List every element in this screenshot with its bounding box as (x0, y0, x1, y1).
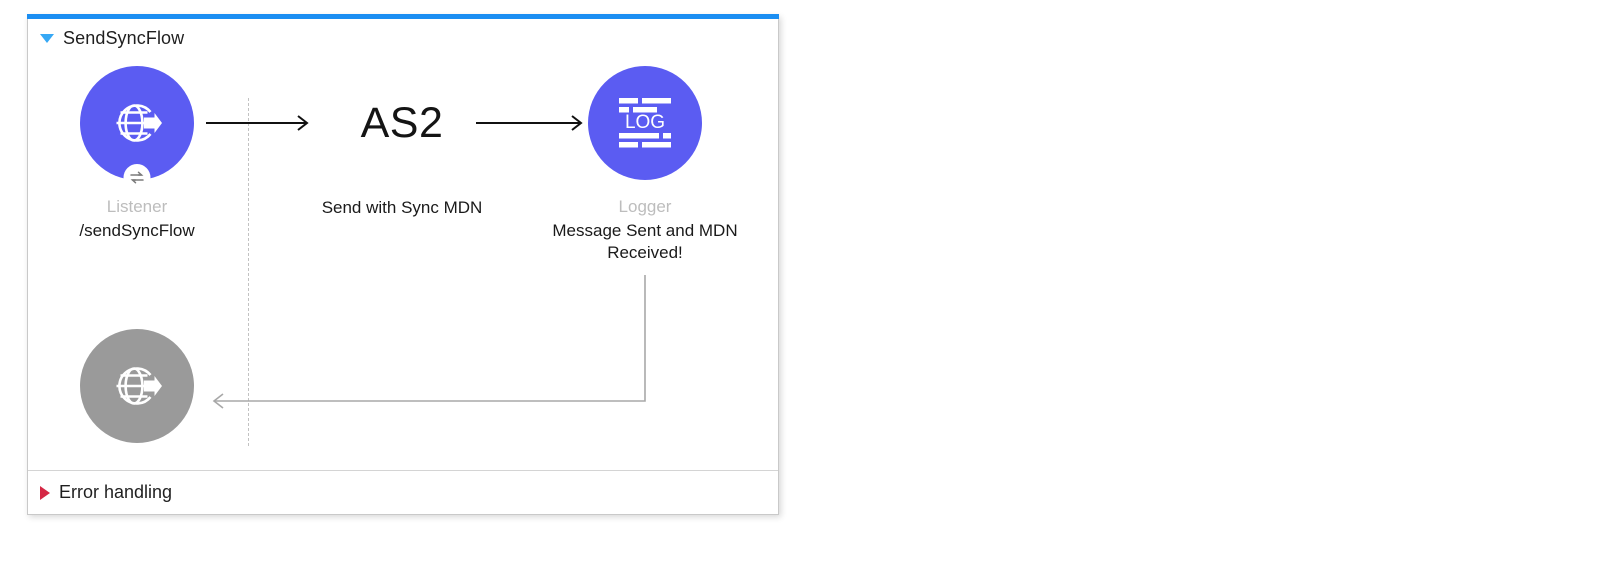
flow-selected-accent-bar (27, 14, 779, 19)
logger-node-circle[interactable]: LOG (588, 66, 702, 180)
flow-node-listener[interactable]: Listener /sendSyncFlow (79, 66, 195, 242)
flow-node-logger[interactable]: LOG Logger Message Sent and MDN Received… (552, 66, 738, 264)
listener-name-label: /sendSyncFlow (79, 221, 195, 241)
error-handling-section[interactable]: Error handling (28, 471, 778, 514)
connector-listener-to-as2 (206, 115, 309, 131)
globe-arrow-icon (116, 367, 162, 405)
flow-canvas: Listener /sendSyncFlow AS2 Send with Syn… (28, 56, 778, 470)
listener-type-label: Listener (106, 197, 168, 216)
as2-name-label: Send with Sync MDN (321, 198, 483, 217)
logger-name-label: Message Sent and MDN Received! (552, 221, 738, 262)
flow-node-as2[interactable]: AS2 Send with Sync MDN (296, 66, 508, 219)
flow-panel[interactable]: SendSyncFlow (27, 14, 779, 515)
listener-node-circle[interactable] (80, 66, 194, 191)
connector-logger-to-return (212, 275, 646, 409)
triangle-right-icon[interactable] (40, 485, 50, 500)
triangle-down-icon[interactable] (40, 33, 54, 43)
logger-type-label: Logger (618, 197, 672, 216)
log-icon: LOG (619, 98, 671, 148)
globe-arrow-icon (116, 104, 162, 142)
flow-header[interactable]: SendSyncFlow (28, 20, 184, 56)
flow-title: SendSyncFlow (63, 27, 185, 48)
log-icon-text: LOG (625, 112, 665, 133)
flow-node-return-source[interactable] (80, 329, 194, 443)
return-node-circle[interactable] (80, 329, 194, 443)
request-reply-icon (130, 171, 144, 184)
as2-text-icon: AS2 (360, 98, 444, 147)
flow-source-divider (248, 98, 249, 446)
request-reply-badge (123, 164, 151, 191)
as2-icon-row: AS2 (296, 66, 508, 180)
canvas-bottom-divider (28, 470, 778, 471)
error-handling-label: Error handling (59, 482, 173, 502)
